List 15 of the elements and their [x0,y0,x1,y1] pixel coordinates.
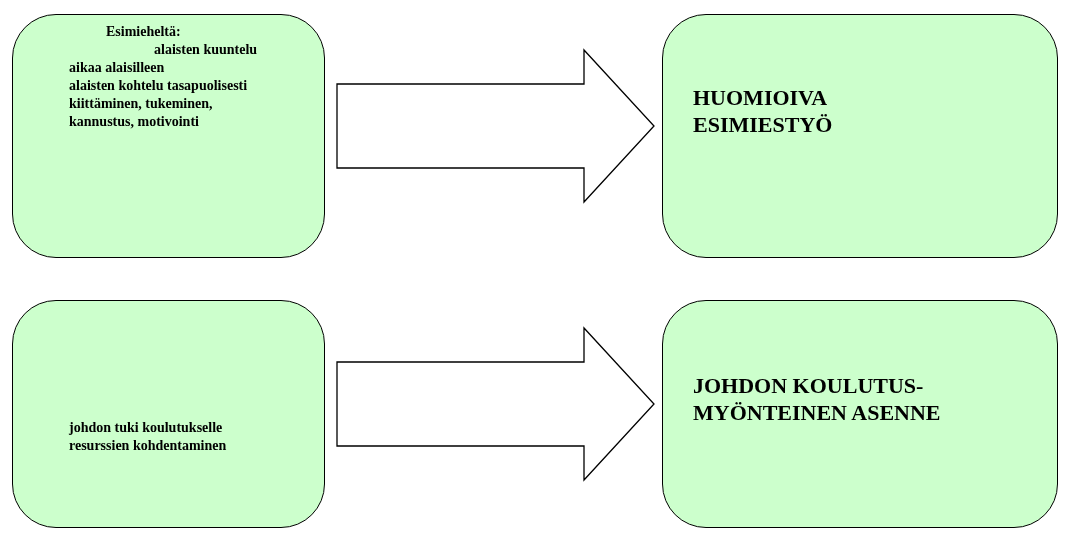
rounded-box [12,14,325,258]
rounded-box [662,300,1058,528]
rounded-box [662,14,1058,258]
result-heading: JOHDON KOULUTUS-MYÖNTEINEN ASENNE [693,373,942,427]
box-heading: Esimieheltä: [106,23,182,41]
rounded-box [12,300,325,528]
list-item: resurssien kohdentaminen [69,437,228,455]
list-item: alaisten kuuntelu [154,41,259,59]
list-item: aikaa alaisilleen [69,59,166,77]
block-arrow [336,48,655,204]
list-item: johdon tuki koulutukselle [69,419,224,437]
block-arrow [336,326,655,482]
list-item: alaisten kohtelu tasapuolisesti [69,77,249,95]
list-item: kiittäminen, tukeminen, kannustus, motivointi [69,95,214,130]
result-heading: HUOMIOIVA ESIMIESTYÖ [693,85,834,139]
